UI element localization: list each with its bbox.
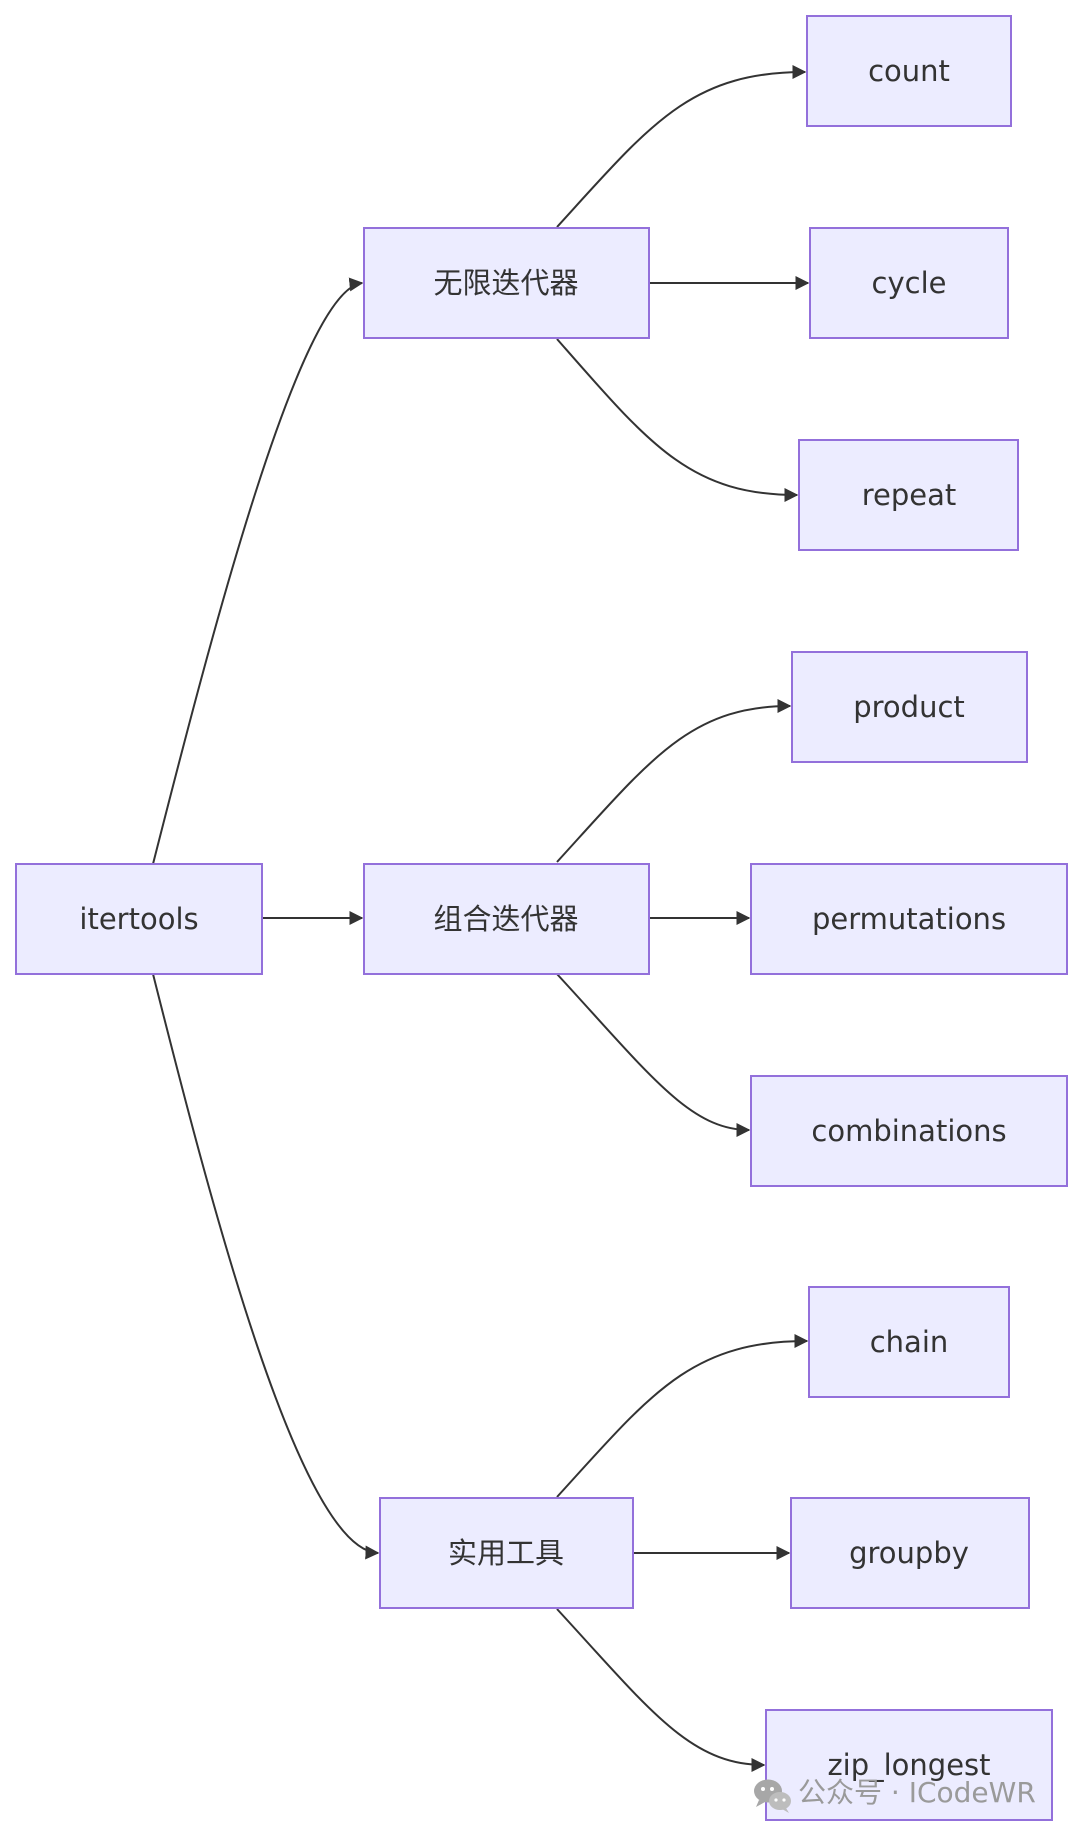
node-label: combinations [811,1114,1006,1148]
edge-utility-to-chain [556,1334,809,1498]
node-label: groupby [849,1536,969,1570]
node-permutations: permutations [750,863,1068,975]
node-chain: chain [808,1286,1010,1398]
node-label: itertools [79,902,198,936]
node-label: product [853,690,965,724]
node-label: cycle [872,266,947,300]
node-utility-tools: 实用工具 [379,1497,634,1609]
node-repeat: repeat [798,439,1019,551]
node-label: repeat [862,478,957,512]
node-combinatoric-iterators: 组合迭代器 [363,863,650,975]
node-product: product [791,651,1028,763]
edge-root-to-infinite [152,277,364,865]
node-label: 无限迭代器 [433,266,578,300]
node-cycle: cycle [809,227,1009,339]
node-label: permutations [812,902,1006,936]
node-label: zip_longest [827,1748,990,1782]
node-label: chain [870,1325,949,1359]
wechat-icon [754,1779,791,1813]
node-infinite-iterators: 无限迭代器 [363,227,650,339]
node-groupby: groupby [790,1497,1030,1609]
node-itertools: itertools [15,863,263,975]
node-label: 组合迭代器 [433,902,578,936]
edge-combinatoric-to-product [556,699,792,863]
watermark: 公众号 · ICodeWR [754,1776,1036,1813]
edge-combinatoric-to-combinations [556,973,751,1137]
node-combinations: combinations [750,1075,1068,1187]
edges [152,65,810,1772]
node-zip-longest: zip_longest [765,1709,1053,1821]
edge-infinite-to-count [556,65,807,228]
edge-infinite-to-repeat [556,338,799,502]
node-count: count [806,15,1012,127]
node-label: 实用工具 [448,1536,564,1570]
watermark-text: 公众号 · ICodeWR [798,1776,1036,1809]
edge-utility-to-zip-longest [556,1608,766,1772]
edge-root-to-utility [152,973,380,1560]
node-label: count [868,54,950,88]
